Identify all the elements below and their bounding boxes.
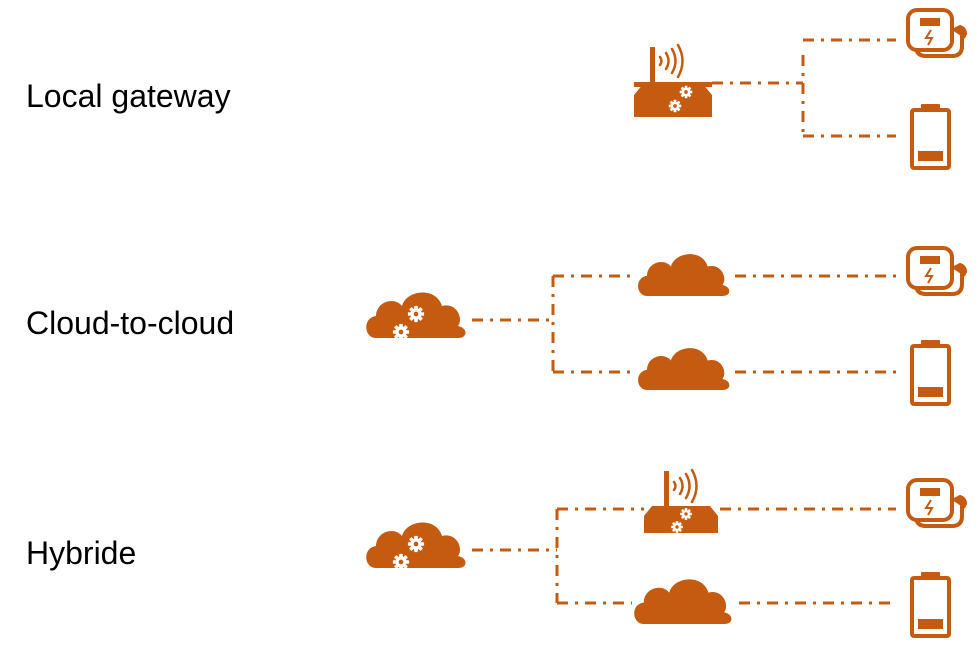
ev-charger-icon <box>906 478 968 528</box>
battery-icon <box>910 104 951 170</box>
cloud-icon <box>638 254 730 296</box>
cloud-icon <box>638 348 730 390</box>
cloud-icon <box>634 579 732 624</box>
row-hybride <box>366 468 896 624</box>
row-label-hybride: Hybride <box>26 535 137 571</box>
ev-charger-icon <box>906 8 968 58</box>
gateway-router-icon <box>644 468 718 533</box>
row-local-gateway <box>634 38 896 138</box>
row-label-cloud-to-cloud: Cloud-to-cloud <box>26 305 235 341</box>
battery-icon <box>910 572 951 638</box>
cloud-gears-icon <box>366 292 466 341</box>
row-cloud-to-cloud <box>366 254 896 390</box>
row-label-local-gateway: Local gateway <box>26 78 231 114</box>
battery-icon <box>910 340 951 406</box>
cloud-gears-icon <box>366 522 466 571</box>
ev-charger-icon <box>906 246 968 296</box>
gateway-router-icon <box>634 43 712 117</box>
